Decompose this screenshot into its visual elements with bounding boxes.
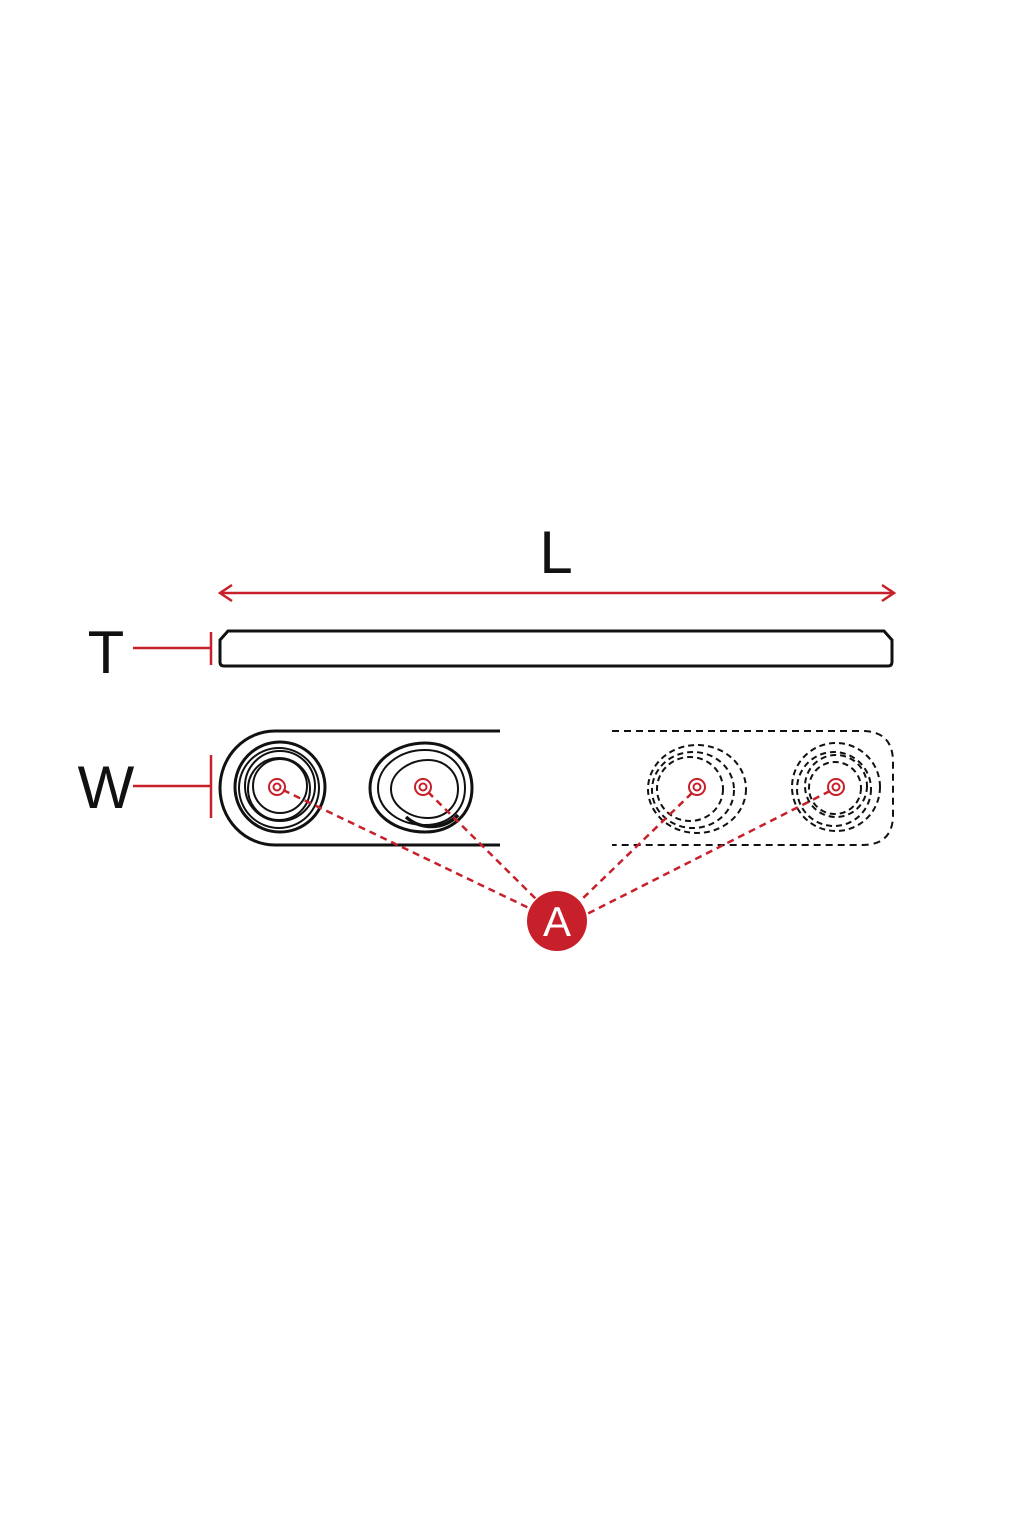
callout-leader-3 [578, 792, 693, 903]
hole-center-3-outer [688, 778, 706, 796]
plate-side-view [218, 629, 894, 668]
slot-hole-2 [368, 741, 474, 834]
dashed-slot-hole-3-outer [647, 744, 747, 834]
round-hole-1-outer [233, 740, 327, 834]
plate-top-outline-dashed [612, 730, 894, 846]
length-arrow-left [217, 583, 233, 603]
dashed-slot-hole-3-ring [651, 751, 735, 829]
thickness-label: T [88, 619, 125, 686]
hole-center-4-outer [827, 778, 845, 796]
hole-center-1 [268, 778, 286, 796]
plate-side-outline [218, 629, 894, 668]
dashed-round-hole-4-inner [808, 761, 862, 815]
width-dimension: W [78, 754, 213, 821]
length-label: L [539, 519, 572, 586]
hole-center-2-inner [418, 782, 428, 792]
callout-badge-circle [527, 891, 587, 951]
round-hole-1-ring-4 [247, 757, 311, 821]
hole-center-2 [414, 778, 432, 796]
dashed-round-hole-4-ring-3 [804, 754, 868, 818]
hole-center-4 [827, 778, 845, 796]
callout-badge: A [527, 891, 587, 951]
width-label: W [78, 754, 135, 821]
dashed-slot-hole-3-inner [656, 756, 724, 822]
plate-top-outline-solid [218, 729, 500, 847]
callout-leader-1 [282, 788, 532, 911]
dashed-slot-hole-3 [647, 744, 747, 834]
hole-center-1-outer [268, 778, 286, 796]
round-hole-1-inner [252, 758, 308, 814]
callout-label: A [543, 898, 571, 945]
length-dimension: L [217, 519, 897, 603]
dashed-round-hole-4-outer [791, 742, 881, 832]
hole-center-1-inner [272, 782, 282, 792]
dashed-round-hole-4-ring-2 [796, 751, 872, 827]
round-hole-1-ring-3 [244, 750, 316, 822]
hole-center-2-outer [414, 778, 432, 796]
dashed-round-hole-4 [791, 742, 881, 832]
callout-leader-2 [427, 791, 538, 901]
round-hole-1 [233, 740, 327, 834]
hole-center-3-inner [692, 782, 702, 792]
slot-hole-2-inner [389, 758, 460, 820]
round-hole-1-ring-2 [238, 747, 320, 829]
callout-leader-4 [584, 789, 831, 917]
hole-center-3 [688, 778, 706, 796]
length-arrow-right [881, 583, 897, 603]
thickness-dimension: T [88, 619, 213, 686]
hole-centers [268, 778, 845, 796]
hole-center-4-inner [831, 782, 841, 792]
callout-leaders [282, 788, 831, 917]
plate-top-view-dashed [612, 730, 894, 846]
slot-hole-2-outer [368, 741, 474, 834]
